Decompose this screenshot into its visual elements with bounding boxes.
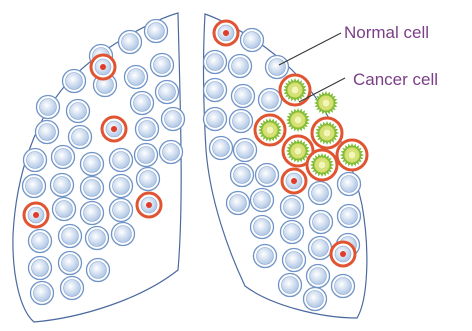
normal-cell xyxy=(254,245,277,268)
normal-cell xyxy=(266,56,289,79)
normal-cell xyxy=(112,223,135,246)
abnormal-cell xyxy=(282,169,306,193)
normal-cell xyxy=(119,31,142,54)
normal-cell xyxy=(81,177,104,200)
normal-cell xyxy=(304,288,327,311)
normal-cell xyxy=(67,100,90,123)
normal-cell xyxy=(332,275,355,298)
normal-cell xyxy=(59,225,82,248)
normal-cell xyxy=(61,277,84,300)
normal-cell xyxy=(145,20,168,43)
normal-cell xyxy=(307,265,330,288)
normal-cell xyxy=(81,153,104,176)
normal-cell xyxy=(23,175,46,198)
normal-cell xyxy=(29,257,52,280)
normal-cell xyxy=(110,149,133,172)
normal-cell xyxy=(204,79,227,102)
normal-cell xyxy=(230,110,253,133)
normal-cell-label: Normal cell xyxy=(344,23,429,42)
normal-cell xyxy=(234,139,257,162)
normal-cell xyxy=(59,252,82,275)
normal-cell xyxy=(210,137,233,160)
normal-cell xyxy=(110,199,133,222)
normal-cell xyxy=(309,182,332,205)
normal-cell xyxy=(281,196,304,219)
abnormal-cell xyxy=(214,21,238,45)
normal-cell xyxy=(37,96,60,119)
normal-cell xyxy=(86,227,109,250)
abnormal-cell xyxy=(91,55,115,79)
normal-cell xyxy=(309,237,332,260)
normal-cell xyxy=(162,108,185,131)
normal-cell xyxy=(204,51,227,74)
normal-cell xyxy=(204,108,227,131)
normal-cell xyxy=(310,211,333,234)
normal-cell xyxy=(125,66,148,89)
normal-cell xyxy=(156,81,179,104)
normal-cell xyxy=(51,174,74,197)
normal-cell xyxy=(227,192,250,215)
normal-cell xyxy=(338,173,361,196)
normal-cell xyxy=(279,274,302,297)
normal-cell xyxy=(53,198,76,221)
normal-cell xyxy=(259,89,282,112)
normal-cell xyxy=(52,146,75,169)
normal-cell xyxy=(281,221,304,244)
cancer-cell xyxy=(280,75,310,105)
normal-cell xyxy=(69,126,92,149)
normal-cell xyxy=(81,202,104,225)
normal-cell-leader-line xyxy=(279,33,341,65)
normal-cell xyxy=(63,70,86,93)
normal-cell xyxy=(136,118,159,141)
cancer-cell xyxy=(307,150,337,180)
cancer-cell xyxy=(312,118,342,148)
normal-cell xyxy=(338,205,361,228)
abnormal-cell xyxy=(137,193,161,217)
normal-cell xyxy=(241,29,264,52)
normal-cell xyxy=(87,259,110,282)
abnormal-cell xyxy=(331,242,355,266)
normal-cell xyxy=(110,175,133,198)
normal-cell xyxy=(160,141,183,164)
normal-cell xyxy=(135,144,158,167)
cancer-cell xyxy=(255,115,285,145)
normal-cell xyxy=(232,85,255,108)
normal-cell xyxy=(36,121,59,144)
normal-cell xyxy=(137,168,160,191)
normal-cell xyxy=(251,189,274,212)
normal-cell xyxy=(251,216,274,239)
normal-cell xyxy=(231,164,254,187)
normal-cell xyxy=(256,164,279,187)
normal-cell xyxy=(31,282,54,305)
normal-cell xyxy=(24,149,47,172)
normal-cell xyxy=(131,92,154,115)
cancer-cell-label: Cancer cell xyxy=(353,70,438,89)
normal-cell xyxy=(283,249,306,272)
abnormal-cell xyxy=(24,203,48,227)
normal-cell xyxy=(29,230,52,253)
normal-cell xyxy=(151,54,174,77)
abnormal-cell xyxy=(102,117,126,141)
normal-cell xyxy=(229,55,252,78)
cancer-cell xyxy=(337,140,367,170)
